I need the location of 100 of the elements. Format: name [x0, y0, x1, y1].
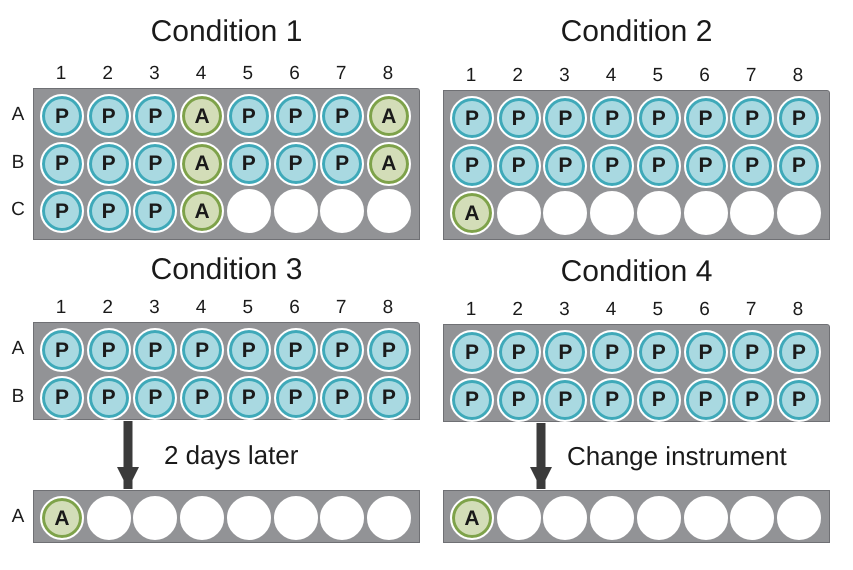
well: P — [684, 96, 728, 140]
well: P — [496, 378, 541, 422]
well: P — [636, 144, 681, 188]
row-letter: B — [12, 152, 24, 174]
column-number: 8 — [382, 297, 394, 319]
well: P — [776, 144, 821, 188]
row-letter: A — [12, 338, 24, 360]
empty-well — [133, 496, 178, 540]
well: P — [40, 189, 84, 233]
well: P — [636, 96, 681, 140]
well: P — [730, 144, 774, 188]
well: P — [730, 330, 774, 374]
arrow — [117, 421, 139, 489]
well: P — [450, 378, 494, 422]
well: P — [180, 328, 224, 372]
empty-well — [86, 496, 131, 540]
column-number: 3 — [559, 299, 570, 321]
well: P — [40, 376, 84, 420]
empty-well — [320, 496, 364, 540]
well: P — [496, 144, 541, 188]
well: P — [320, 376, 364, 420]
column-number: 6 — [699, 299, 710, 321]
well: P — [543, 144, 588, 188]
empty-well — [366, 496, 411, 540]
well: P — [776, 96, 821, 140]
well: P — [226, 376, 271, 420]
condition-heading: Condition 2 — [560, 14, 712, 50]
well: P — [86, 328, 131, 372]
well: P — [590, 144, 634, 188]
well: P — [450, 330, 494, 374]
empty-well — [496, 191, 541, 235]
well: A — [366, 94, 411, 138]
well: P — [86, 189, 131, 233]
column-number: 7 — [336, 63, 346, 85]
column-number: 2 — [512, 299, 523, 321]
well: A — [450, 191, 494, 235]
well: P — [274, 142, 318, 186]
empty-well — [776, 496, 821, 540]
column-number: 5 — [652, 65, 664, 87]
well: P — [684, 330, 728, 374]
row-letter: A — [12, 104, 24, 126]
well: P — [133, 376, 178, 420]
well: P — [226, 142, 271, 186]
column-number: 6 — [699, 65, 710, 87]
well: P — [366, 328, 411, 372]
well: P — [320, 328, 364, 372]
well: P — [133, 328, 178, 372]
well: P — [776, 378, 821, 422]
well: P — [86, 376, 131, 420]
well: P — [684, 144, 728, 188]
empty-well — [636, 191, 681, 235]
edge-label: 2 days later — [164, 440, 298, 470]
well: P — [684, 378, 728, 422]
well: A — [450, 496, 494, 540]
edge-label: Change instrument — [567, 441, 787, 471]
well: P — [730, 378, 774, 422]
well: P — [320, 94, 364, 138]
empty-well — [226, 496, 271, 540]
well: A — [180, 142, 224, 186]
well: P — [496, 330, 541, 374]
empty-well — [274, 189, 318, 233]
empty-well — [366, 189, 411, 233]
column-number: 3 — [559, 65, 570, 87]
well: P — [40, 328, 84, 372]
empty-well — [636, 496, 681, 540]
column-number: 5 — [242, 297, 254, 319]
column-number: 7 — [746, 299, 756, 321]
column-number: 6 — [289, 297, 300, 319]
empty-well — [684, 191, 728, 235]
well: P — [450, 144, 494, 188]
empty-well — [730, 496, 774, 540]
well: P — [133, 142, 178, 186]
well: P — [636, 378, 681, 422]
row-letter: B — [12, 386, 24, 408]
column-number: 4 — [606, 65, 616, 87]
empty-well — [320, 189, 364, 233]
well: P — [320, 142, 364, 186]
well: P — [180, 376, 224, 420]
column-number: 2 — [102, 297, 113, 319]
column-number: 8 — [792, 299, 804, 321]
well: P — [40, 142, 84, 186]
well: P — [543, 96, 588, 140]
condition-heading: Condition 3 — [150, 252, 302, 288]
column-number: 5 — [652, 299, 664, 321]
well: A — [180, 189, 224, 233]
well: P — [274, 376, 318, 420]
condition-heading: Condition 4 — [560, 254, 712, 290]
column-number: 5 — [242, 63, 254, 85]
well: P — [543, 378, 588, 422]
well: P — [366, 376, 411, 420]
row-letter: A — [12, 506, 24, 528]
column-number: 2 — [512, 65, 523, 87]
empty-well — [730, 191, 774, 235]
well: P — [86, 94, 131, 138]
empty-well — [180, 496, 224, 540]
column-number: 6 — [289, 63, 300, 85]
well: P — [274, 328, 318, 372]
well: P — [636, 330, 681, 374]
well: P — [226, 328, 271, 372]
well: A — [40, 496, 84, 540]
